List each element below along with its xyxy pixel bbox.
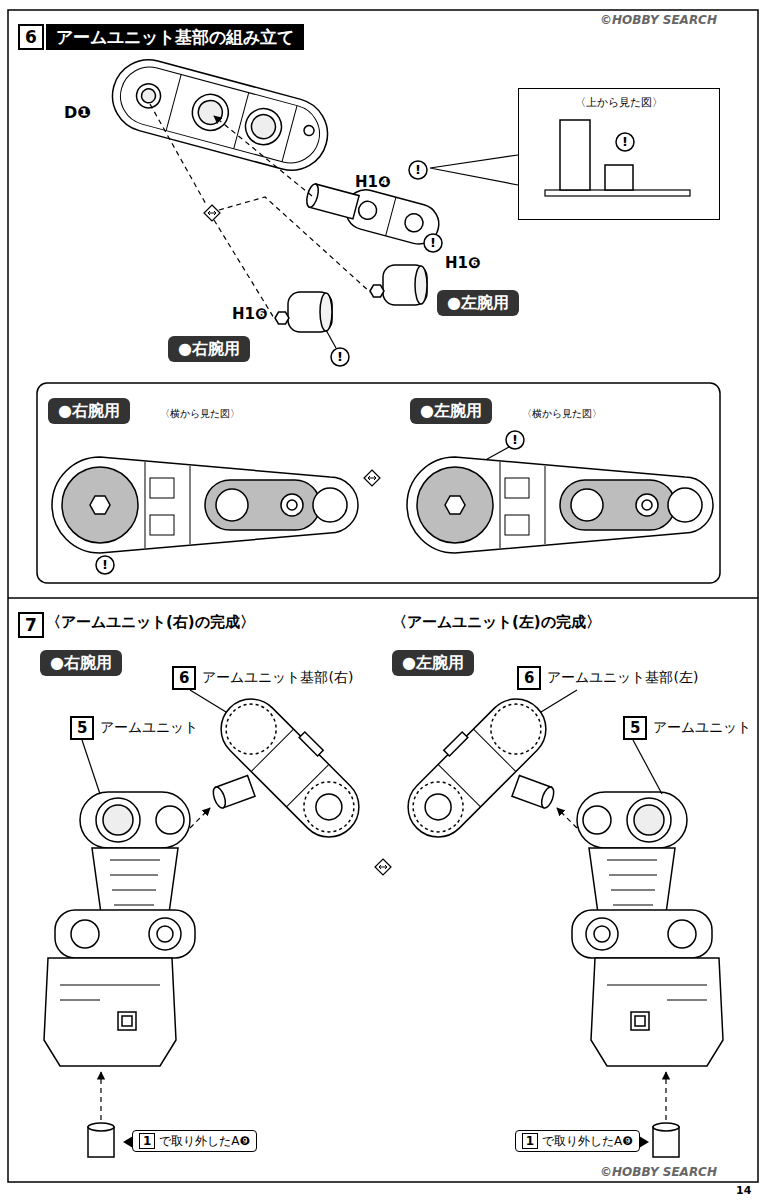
part-number: H1❻ (445, 255, 481, 272)
box-text: 5 (70, 716, 94, 740)
step-ref: 1 (139, 1133, 155, 1149)
step-title: アームユニット基部の組み立て (46, 24, 304, 50)
watermark: ©HOBBY SEARCH (600, 14, 717, 28)
step-callout: 6 アームユニット基部(左) (517, 666, 698, 690)
step-callout: 5 アームユニット (70, 716, 198, 740)
caution-mark: ! (512, 433, 518, 448)
part-number: H1❻ (232, 306, 268, 323)
box-text: で取り外したA❾ (159, 1133, 250, 1149)
box-text: ●右腕用 (178, 339, 240, 358)
part-number: D❶ (64, 104, 91, 122)
box-text: 6 (25, 27, 37, 47)
box-text: アームユニット基部の組み立て (56, 27, 294, 47)
caution-mark: ! (622, 135, 628, 150)
box-text: 7 (25, 615, 37, 635)
box-text: 6 (517, 666, 541, 690)
caution-mark: ! (337, 350, 343, 365)
part-number: H1❹ (355, 174, 391, 191)
step-ref: 1 (522, 1133, 538, 1149)
side-tag: ●左腕用 (392, 650, 474, 676)
step-number: 7 (18, 612, 44, 638)
box-caption: アームユニット (100, 719, 198, 737)
side-tag: ●右腕用 (168, 336, 250, 362)
step-callout: 6 アームユニット基部(右) (172, 666, 353, 690)
box-text: ●左腕用 (402, 653, 464, 672)
box-text: ●左腕用 (447, 293, 509, 312)
step-callout: 5 アームユニット (623, 716, 751, 740)
step-heading: 〈アームユニット(左)の完成〉 (392, 614, 601, 631)
note-bubble: で取り外したA❾ 1 (515, 1130, 640, 1152)
view-note: 〈横から見た図〉 (522, 408, 602, 420)
side-tag: ●左腕用 (410, 398, 492, 424)
view-note: 〈横から見た図〉 (160, 408, 240, 420)
box-text: ●右腕用 (50, 653, 112, 672)
box-text: 1 (143, 1134, 151, 1148)
page-number: 14 (736, 1185, 751, 1198)
box-text: ●右腕用 (58, 401, 120, 420)
step-number: 6 (18, 24, 44, 50)
side-tag: ●左腕用 (437, 290, 519, 316)
box-caption: アームユニット (653, 719, 751, 737)
caution-mark: ! (415, 163, 421, 178)
step-heading: 〈アームユニット(右)の完成〉 (46, 614, 255, 631)
box-text: 1 (526, 1134, 534, 1148)
box-text: ●左腕用 (420, 401, 482, 420)
side-tag: ●右腕用 (40, 650, 122, 676)
box-caption: アームユニット基部(右) (202, 669, 353, 687)
box-text: 〈上から見た図〉 (575, 96, 663, 109)
caution-mark: ! (102, 558, 108, 573)
box-text: で取り外したA❾ (542, 1133, 633, 1149)
box-text: 6 (172, 666, 196, 690)
box-text: 5 (623, 716, 647, 740)
view-callout: 〈上から見た図〉 (518, 88, 720, 220)
side-tag: ●右腕用 (48, 398, 130, 424)
note-bubble: で取り外したA❾ 1 (132, 1130, 257, 1152)
caution-mark: ! (430, 236, 436, 251)
box-caption: アームユニット基部(左) (547, 669, 698, 687)
watermark: ©HOBBY SEARCH (600, 1166, 717, 1180)
